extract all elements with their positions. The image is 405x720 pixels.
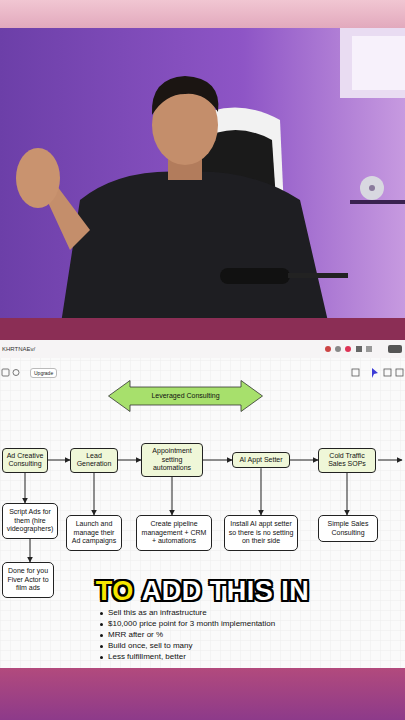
shelf	[350, 200, 405, 204]
toolbar-icon	[352, 369, 359, 376]
window-light	[340, 28, 405, 98]
connector-arrow	[261, 468, 262, 515]
person-hair	[152, 76, 218, 115]
disc-hole	[369, 185, 375, 191]
caption-text: ADD THIS IN	[142, 576, 310, 607]
connector-arrow	[172, 477, 173, 515]
browser-bar	[0, 340, 405, 358]
task-box: Script Ads for them (hire videographers)	[2, 503, 58, 539]
double-arrow-outline	[109, 381, 263, 412]
node-text: Leveraged Consulting	[128, 392, 243, 401]
task-box: Install AI appt setter so there is no se…	[224, 515, 298, 551]
offscreen-arrow	[378, 460, 402, 461]
node-text: Lead Generation	[74, 452, 114, 469]
toolbar-icon	[2, 369, 9, 376]
toolbar-icon	[372, 368, 378, 378]
browser-icon	[345, 346, 351, 352]
connector-arrow	[118, 460, 141, 461]
node-text: Ad Creative Consulting	[6, 452, 44, 469]
browser-icon	[325, 346, 331, 352]
caption-word: TO	[96, 576, 134, 607]
toolbar-icon	[13, 370, 19, 376]
bullet-note: Less fulfillment, better	[98, 652, 186, 662]
upgrade-button: Upgrade	[30, 368, 57, 378]
connector-arrow	[290, 460, 318, 461]
connector-arrow	[94, 473, 95, 516]
bullet-note: $10,000 price point for 3 month implemen…	[98, 619, 275, 629]
double-arrow-shape	[108, 380, 263, 412]
banner-arrow: Leveraged Consulting	[108, 380, 263, 412]
whiteboard-grid	[0, 358, 405, 668]
person-hand	[16, 148, 60, 208]
disc	[360, 176, 384, 200]
browser-icon	[366, 346, 372, 352]
node-text: Cold Traffic Sales SOPs	[322, 452, 372, 469]
top-band	[0, 0, 405, 28]
toolbar-icon	[396, 369, 403, 376]
bullet-note: MRR after or %	[98, 630, 163, 640]
node-text: Create pipeline management + CRM + autom…	[140, 520, 208, 546]
browser-icon	[388, 345, 402, 353]
connector-arrow	[347, 473, 348, 516]
person-shirt	[60, 172, 330, 330]
node-text: Script Ads for them (hire videographers)	[6, 508, 54, 534]
node-text: AI Appt Setter	[236, 456, 286, 465]
mic-arm	[288, 273, 348, 278]
whiteboard	[0, 358, 405, 668]
connector-arrow	[48, 460, 70, 461]
task-box: Simple Sales Consulting	[318, 515, 378, 542]
connector-arrow	[30, 539, 31, 563]
node-text: Install AI appt setter so there is no se…	[228, 520, 294, 546]
connector-arrow	[25, 473, 26, 504]
task-box: Launch and manage their Ad campaigns	[66, 515, 122, 551]
process-box: AI Appt Setter	[232, 452, 290, 469]
bullet-note: Build once, sell to many	[98, 641, 193, 651]
browser-icon	[335, 346, 341, 352]
task-box: Done for you Fiver Actor to film ads	[2, 562, 54, 598]
browser-icon	[356, 346, 362, 352]
frame-band	[0, 318, 405, 340]
process-box: Lead Generation	[70, 448, 118, 473]
toolbar-icon	[384, 369, 391, 376]
node-text: Launch and manage their Ad campaigns	[70, 520, 118, 546]
bottom-band	[0, 668, 405, 720]
node-text: Appointment setting automations	[145, 447, 199, 473]
window-pane	[352, 36, 405, 90]
bullet-note: Sell this as an infrastructure	[98, 608, 207, 618]
node-text: Done for you Fiver Actor to film ads	[6, 567, 50, 593]
connector-arrow	[203, 460, 232, 461]
microphone	[220, 268, 290, 284]
process-box: Cold Traffic Sales SOPs	[318, 448, 376, 473]
browser-url: KHRTNAEv/	[2, 346, 35, 352]
process-box: Appointment setting automations	[141, 443, 203, 477]
node-text: Simple Sales Consulting	[322, 520, 374, 537]
task-box: Create pipeline management + CRM + autom…	[136, 515, 212, 551]
process-box: Ad Creative Consulting	[2, 448, 48, 473]
